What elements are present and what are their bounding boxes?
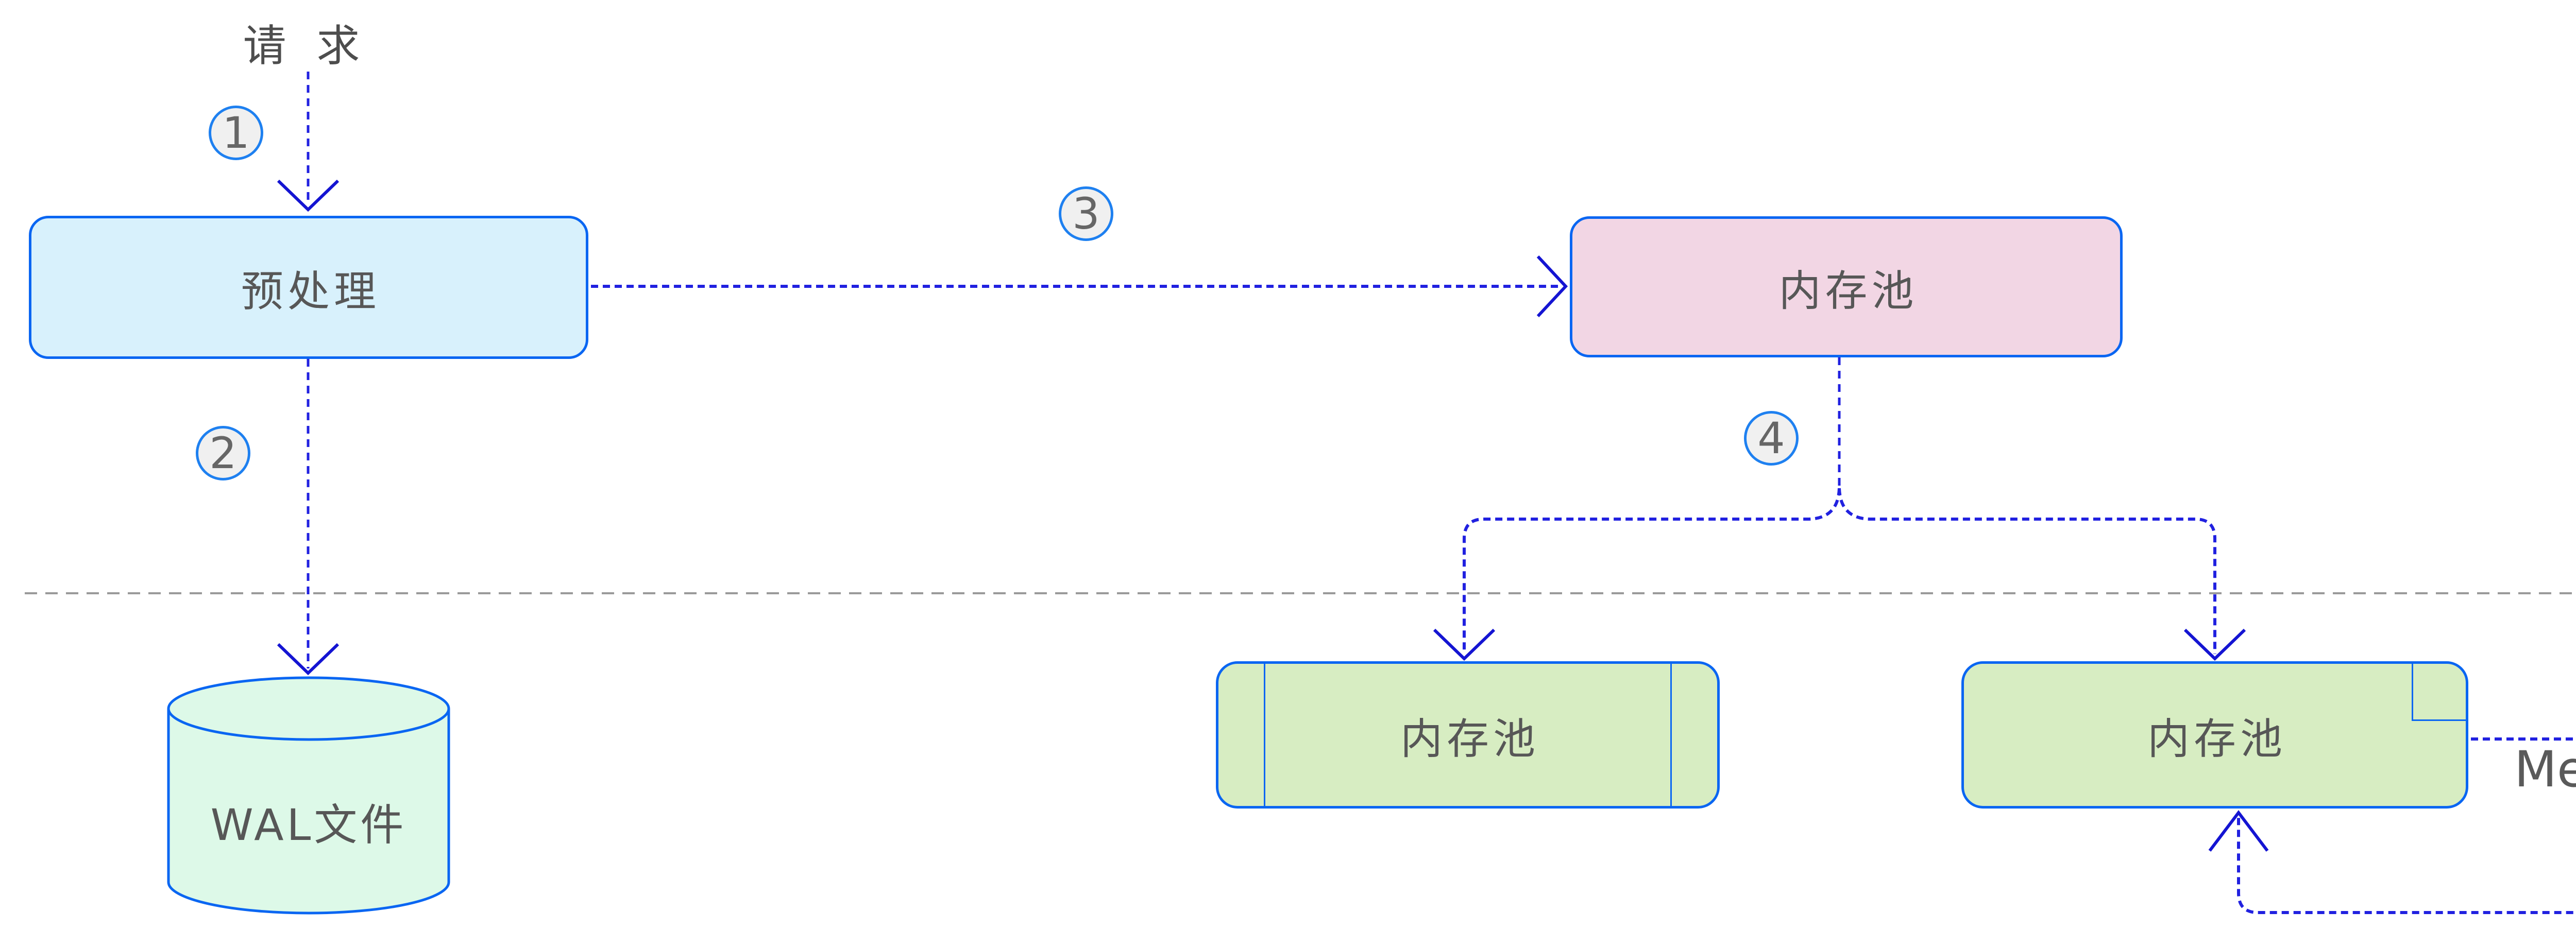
- arrow-2-head: [277, 643, 340, 676]
- node-wal-file: WAL文件: [167, 676, 450, 915]
- node-label: 内存池: [2147, 714, 2286, 764]
- subroutine-line-left: [1264, 664, 1265, 806]
- merge-loop-head: [2208, 810, 2269, 852]
- branch-right-line: [1838, 488, 2216, 654]
- request-label: 请 求: [243, 21, 368, 71]
- node-label: 预处理: [241, 267, 380, 316]
- node-mempool: 内存池: [1570, 216, 2123, 357]
- node-label: WAL文件: [210, 800, 407, 850]
- merge-label: Merge: [2514, 741, 2576, 798]
- node-label: 内存池: [1778, 266, 1918, 316]
- branch-right-head: [2183, 628, 2246, 661]
- arrow-1-head: [277, 179, 340, 212]
- step-badge-2: 2: [196, 426, 250, 480]
- step-badge-1: 1: [209, 106, 263, 160]
- branch-left-head: [1433, 628, 1496, 661]
- node-mempool-right: 内存池: [1961, 661, 2468, 809]
- step-badge-3: 3: [1059, 186, 1113, 241]
- cylinder-shape: [167, 676, 450, 915]
- step-badge-4: 4: [1744, 411, 1799, 466]
- branch-left-line: [1463, 488, 1841, 654]
- corner-tab: [2412, 664, 2466, 721]
- subroutine-line-right: [1670, 664, 1672, 806]
- node-mempool-left: 内存池: [1216, 661, 1720, 809]
- node-preprocess: 预处理: [29, 216, 588, 359]
- node-label: 内存池: [1400, 714, 1539, 764]
- arrow-3-head: [1536, 255, 1568, 318]
